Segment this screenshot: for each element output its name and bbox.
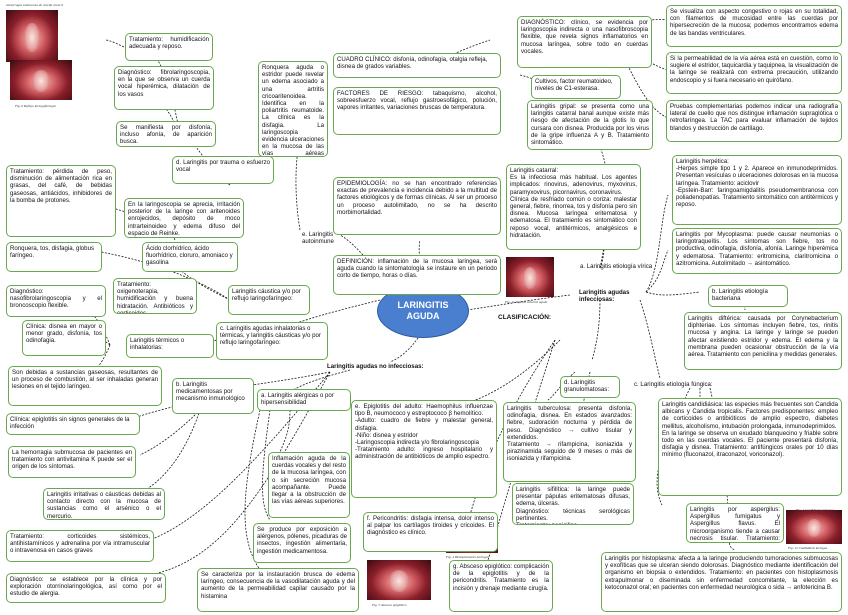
herpetica-box: Laringitis herpética: -Herpes simple tip… xyxy=(672,155,842,225)
caption-photo-3: Fig. 11 Aspecto catarral agudo xyxy=(505,300,548,304)
tratamiento-perdida-box: Tratamiento: pérdida de peso, disminució… xyxy=(6,165,116,237)
mycoplasma-box: Laringitis por Mycoplasma: puede causar … xyxy=(672,228,842,274)
epidemiologia-box: EPIDEMIOLOGÍA: no se han encontrado refe… xyxy=(333,177,501,235)
no-infecciosas-label: Laringitis agudas no infecciosas: xyxy=(327,363,424,370)
photo-catarral xyxy=(506,257,554,297)
candidiasica-box: Laringitis candidiásica: las especies má… xyxy=(658,398,842,496)
e-autoinmune-label: e. Laringitis autoinmune xyxy=(302,231,335,246)
clinica-termica-box: Clínica: disnea en mayor o menor grado, … xyxy=(22,320,106,356)
difterica-box: Laringitis diftérica: causada por Coryne… xyxy=(684,312,842,370)
etiologia-viral-label: a. Laringitis etiología vírica xyxy=(580,263,653,270)
bacteriana-box: b. Laringitis etiología bacteriana xyxy=(708,285,788,307)
caption-photo-6: Fig. 7 Absceso epiglótico xyxy=(372,603,407,607)
photo-epiglottic-abscess xyxy=(367,560,431,600)
photo-candidiasis xyxy=(786,510,842,544)
caracteriza-box: Se caracteriza por la instauración brusc… xyxy=(197,568,359,612)
aspergilus-box: Laringitis por aspergilus: Aspergillus f… xyxy=(686,503,784,543)
en-laringoscopia-box: En la laringoscopia se aprecia, irritaci… xyxy=(124,198,244,238)
gripal-box: Laringitis gripal: se presenta como una … xyxy=(527,100,653,150)
sifilitica-box: Laringitis sifilítica: la laringe puede … xyxy=(512,483,634,525)
diagnostico-fibro-box: Diagnóstico: fibrolaringoscopia, en la q… xyxy=(114,66,214,110)
infecciosas-label: Laringitis agudas infecciosas: xyxy=(579,289,632,304)
caption-photo-2: Fig. 6 Reflujo laringofaríngeo xyxy=(15,104,57,108)
diagnostico-nasof-box: Diagnóstico: nasofibrolaringoscopia y el… xyxy=(6,285,106,317)
exposicion-box: Se produce por exposición a alérgenos, p… xyxy=(253,523,351,563)
photo-reflux xyxy=(10,60,72,100)
histoplasma-box: Laringitis por histoplasma: afecta a la … xyxy=(601,552,842,612)
pericondritis-box: f. Pericondritis: disfagia intensa, dolo… xyxy=(363,512,498,552)
tratamiento-oxig-box: Tratamiento: oxigenoterapia, humidificac… xyxy=(113,278,197,314)
permeabilidad-box: Si la permeabilidad de la vía aérea está… xyxy=(666,52,842,94)
fungica-label: c. Laringitis etiología fúngica: xyxy=(634,381,713,388)
tratamiento-cort-box: Tratamiento: corticoides sistémicos, ant… xyxy=(6,530,154,562)
diagnostico-excl-box: Diagnóstico: se establece por la clínica… xyxy=(6,573,166,603)
tuberculosa-box: Laringitis tuberculosa: presenta disfoní… xyxy=(503,402,636,482)
son-debidas-box: Son debidas a sustancias gaseosas, resul… xyxy=(8,366,162,406)
caption-photo-7: Fig. 1 Candidiasis laríngea xyxy=(796,508,834,512)
catarral-box: Laringitis catarral: Es la infecciosa má… xyxy=(506,164,641,250)
inflamacion-aguda-box: Inflamación aguda de la cuerdas vocales … xyxy=(268,452,350,518)
acido-box: Ácido clorhídrico, ácido fluorhídrico, c… xyxy=(142,242,238,272)
caustica-box: Laringitis cáustica y/o por reflujo lari… xyxy=(228,285,310,315)
caption-photo-4: Fig. 12 Candidiasis laríngea xyxy=(788,546,828,550)
absceso-box: g. Absceso epiglótico: complicación de l… xyxy=(449,560,553,612)
ronquera-box: Ronquera, tos, disfagia, globus faríngeo… xyxy=(6,242,102,272)
clasificacion-label: CLASIFICACIÓN: xyxy=(498,314,552,321)
factores-riesgo-box: FACTORES DE RIESGO: tabaquismo, alcohol,… xyxy=(333,87,501,135)
termicos-box: Laringitis térmicos o inhalatorias: xyxy=(126,334,214,358)
diagnostico-top-box: DIAGNÓSTICO: clínico, se evidencia por l… xyxy=(517,16,652,68)
medicamentosas-box: b. Laringitis medicamentosas por mecanis… xyxy=(172,378,254,414)
granulomatosas-box: d. Laringitis granulomatosas: xyxy=(560,376,620,398)
hemorragia-box: La hemorragia submucosa de pacientes en … xyxy=(8,446,136,478)
alergicas-box: a. Laringitis alérgicas o por hipersensi… xyxy=(257,389,351,411)
tratamiento-hum-box: Tratamiento: humidificación adecuada y r… xyxy=(125,33,213,61)
definicion-box: DEFINICIÓN: inflamación de la mucosa lar… xyxy=(333,255,501,295)
ronquera-aguda-box: Ronquera aguda o estridor puede revelar … xyxy=(258,61,328,157)
clinica-b-box: Clínica: epiglotitis sin signos generale… xyxy=(6,413,140,435)
caption-photo-1: hemorragia submucosa de cuerda vocal d xyxy=(6,3,63,7)
se-manifiesta-box: Se manifiesta por disfonía, incluso afon… xyxy=(116,121,216,147)
cultivos-box: Cultivos, factor reumatoideo, niveles de… xyxy=(531,75,621,99)
irritativas-box: Laringitis irritativas o cáusticas debid… xyxy=(43,488,165,520)
cuadro-clinico-box: CUADRO CLÍNICO: disfonía, odinofagia, ot… xyxy=(333,53,501,78)
d-trauma-box: d. Laringitis por trauma o esfuerzo voca… xyxy=(172,156,274,184)
laringoscopia-right-box: Se visualiza con aspecto congestivo o ro… xyxy=(666,5,842,47)
c-laringitis-box: c. Laringitis agudas inhalatorias o térm… xyxy=(216,322,328,360)
caption-photo-5: Fig. 4 Histoplasmosis Laríngea xyxy=(446,555,489,559)
pruebas-box: Pruebas complementarias podemos indicar … xyxy=(666,100,842,142)
photo-vocal-cord-hemorrhage xyxy=(6,10,58,62)
epiglotitis-box: e. Epiglotitis del adulto: Haemophilus i… xyxy=(351,400,497,498)
